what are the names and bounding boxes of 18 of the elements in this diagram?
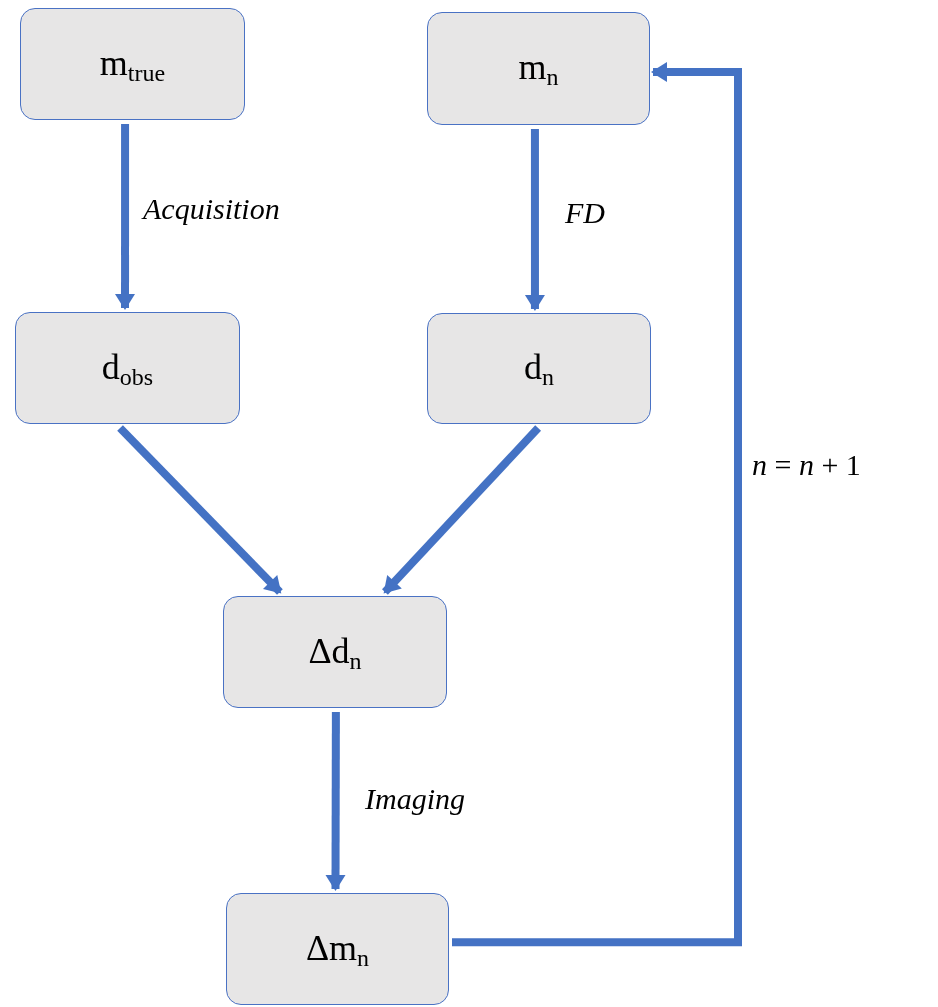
node-label: m$_{n}$: [518, 46, 559, 91]
edge-label: n = n + 1: [752, 448, 861, 482]
node-label: m$_{true}$: [99, 41, 166, 87]
process-box: [15, 312, 240, 424]
node-label: d$_{n}$: [524, 346, 554, 391]
edge-label: Imaging: [365, 782, 465, 816]
process-box: [427, 313, 651, 424]
node-label: Δd$_{n}$: [308, 629, 362, 675]
process-box: [223, 596, 447, 708]
node-label: Δm$_{n}$: [305, 926, 370, 972]
node-label: d$_{obs}$: [101, 345, 154, 391]
arrow: [117, 425, 283, 595]
process-box: [20, 8, 245, 120]
process-box: [226, 893, 449, 1005]
edge-label: Acquisition: [143, 192, 280, 226]
arrow: [382, 425, 542, 595]
edge-label: FD: [565, 196, 605, 230]
process-box: [427, 12, 650, 125]
